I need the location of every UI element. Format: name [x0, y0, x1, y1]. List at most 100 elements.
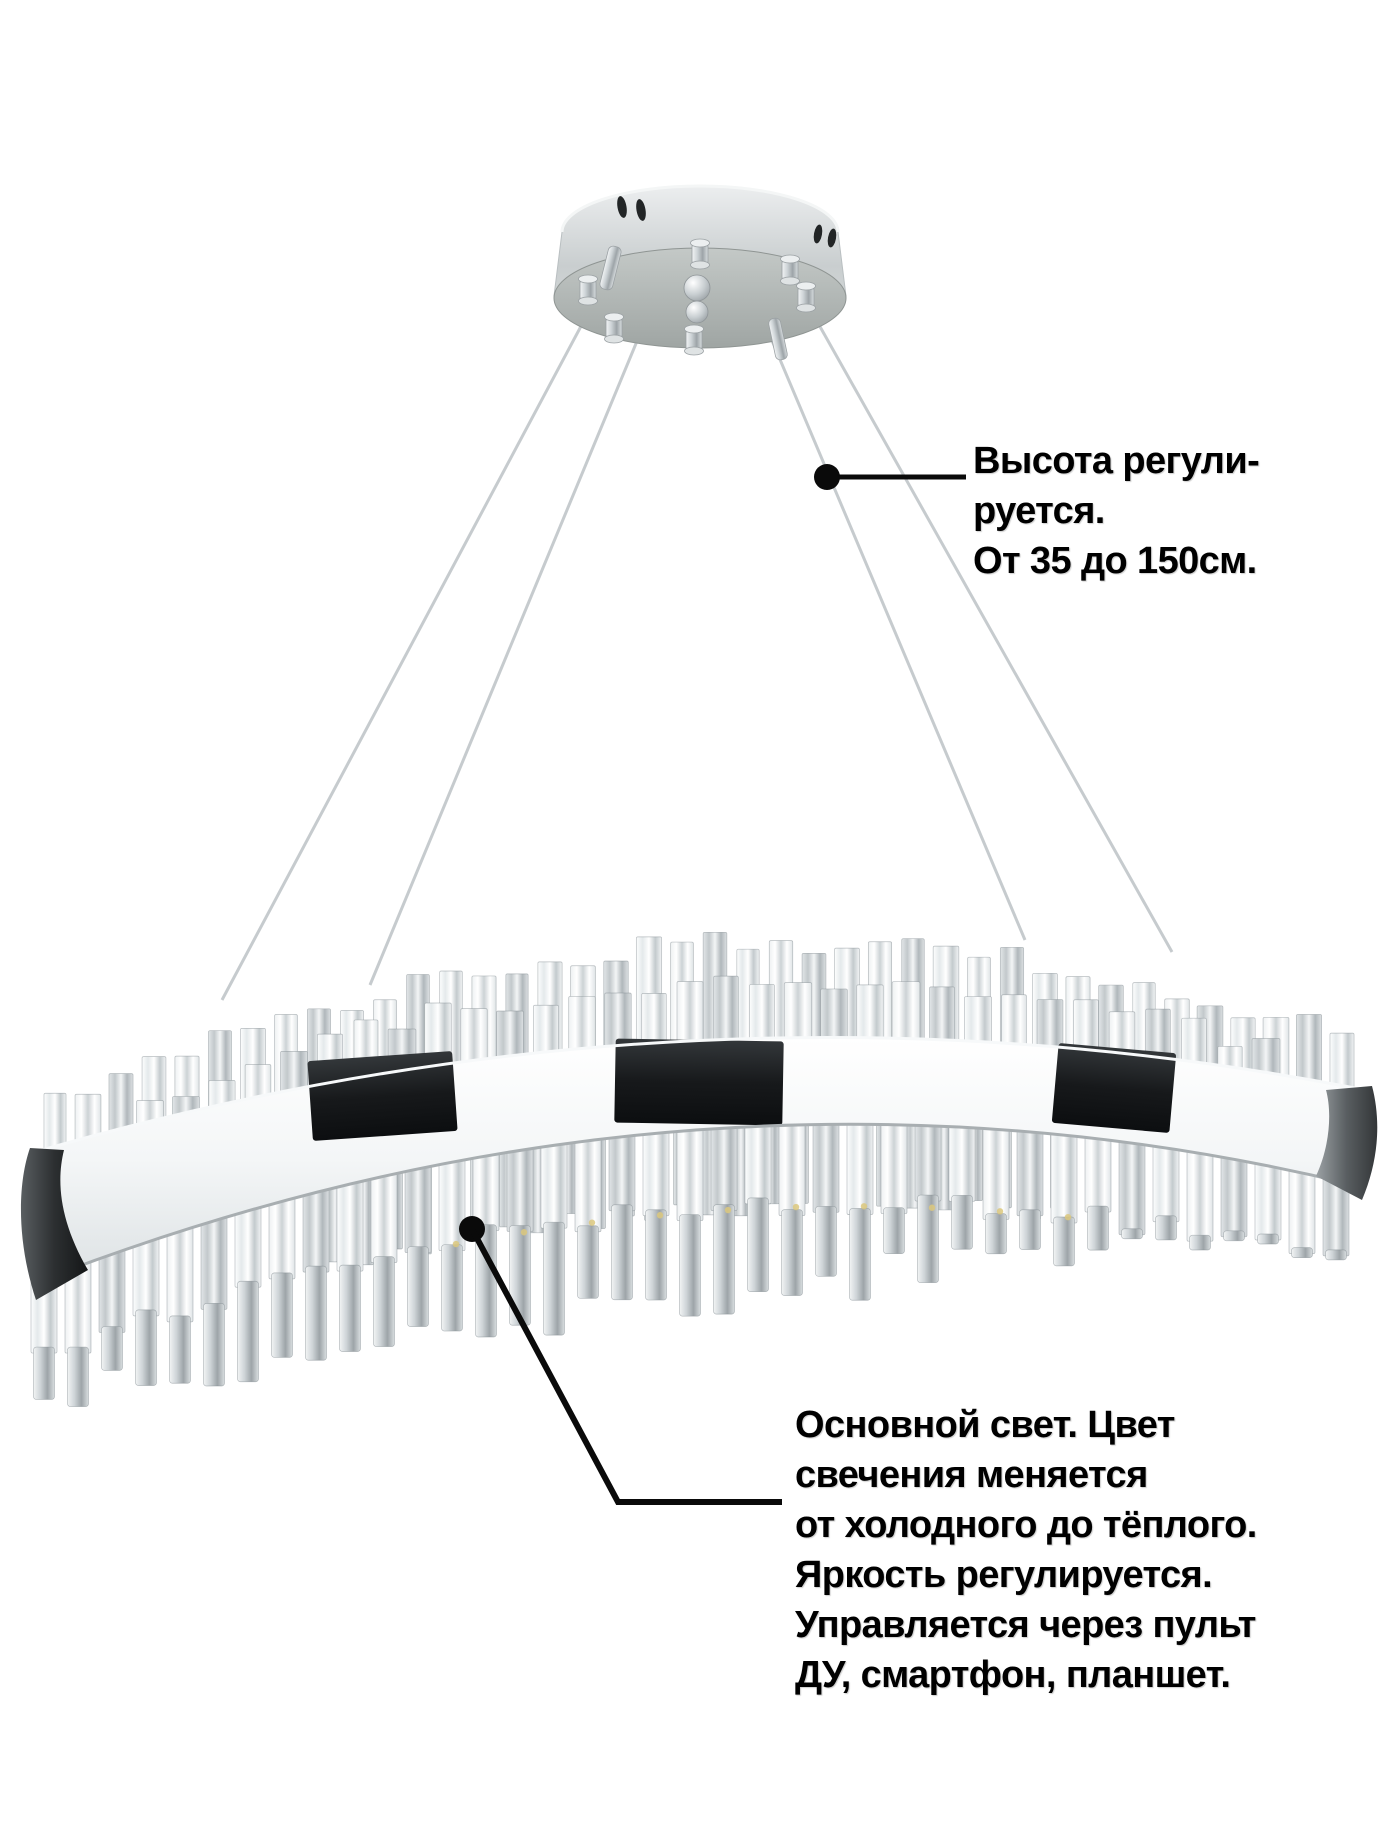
crystal-tube [883, 1207, 905, 1255]
crystal-tube [1223, 1230, 1245, 1242]
crystal-tube [781, 1209, 803, 1296]
suspension-wire [220, 267, 614, 1001]
canopy-vent-slot [813, 224, 823, 244]
crystal-tube [1325, 1249, 1347, 1261]
cable-grip-bobbin [690, 238, 710, 270]
crystal-tube [305, 1265, 327, 1361]
crystal-tube [441, 1244, 463, 1332]
center-finial-ball [683, 274, 711, 302]
crystal-rod [404, 1160, 432, 1254]
crystal-tube [815, 1205, 837, 1277]
crystal-tube [645, 1209, 667, 1301]
led-dot [724, 1206, 732, 1214]
crystal-rod [1186, 1145, 1214, 1242]
cable-grip-bobbin [578, 274, 598, 306]
crystal-tube [679, 1214, 701, 1317]
annotation-line: руется. [973, 490, 1105, 532]
crystal-rod [438, 1153, 466, 1252]
canopy-vent-slot [617, 196, 627, 218]
led-dot [656, 1212, 664, 1219]
crystal-tube [543, 1221, 565, 1336]
crystal-rod [98, 1245, 126, 1333]
chrome-band [20, 1035, 1378, 1300]
crystal-tube [407, 1246, 429, 1327]
crystal-rod [540, 1136, 568, 1229]
crystal-tube [135, 1309, 157, 1386]
crystal-rod [506, 1141, 534, 1232]
crystal-rod [1288, 1164, 1316, 1255]
crystal-tube [849, 1208, 871, 1301]
crystal-row-front-bottom [30, 1115, 1350, 1407]
center-finial-ball [685, 300, 709, 324]
cable-grip-cylinder [599, 245, 622, 291]
crystal-tube [985, 1213, 1007, 1255]
led-dot [520, 1229, 528, 1236]
band-right-curl [1316, 1086, 1378, 1200]
crystal-tube [237, 1280, 259, 1383]
annotation-line: Основной свет. Цвет [795, 1404, 1175, 1446]
main-light-annotation: Основной свет. Цвет свечения меняется от х… [795, 1400, 1257, 1700]
callouts [459, 464, 966, 1505]
crystal-rod [302, 1183, 330, 1273]
band-dark-reflection [307, 1051, 458, 1141]
crystal-rod [744, 1117, 772, 1205]
ceiling-canopy [553, 184, 847, 361]
crystal-rod [982, 1120, 1010, 1220]
band-left-curl [20, 1148, 88, 1300]
crystal-tube [1291, 1247, 1313, 1259]
crystal-tube [1257, 1233, 1279, 1245]
canopy-vent-slot [636, 199, 646, 221]
crystal-tube [1019, 1209, 1041, 1250]
band-top-edge [41, 1035, 1356, 1152]
crystal-rod [1084, 1130, 1112, 1213]
annotation-line: от холодного до тёплого. [795, 1504, 1257, 1546]
crystal-rod [710, 1119, 738, 1212]
band-dark-reflection [614, 1038, 784, 1126]
crystal-tube [1189, 1234, 1211, 1251]
crystal-tube [509, 1225, 531, 1326]
annotation-line: ДУ, смартфон, планшет. [795, 1654, 1231, 1696]
crystal-rod [1220, 1151, 1248, 1238]
annotation-line: Высота регули- [973, 440, 1260, 482]
led-dot [860, 1203, 868, 1210]
suspension-wire [755, 304, 1027, 941]
crystal-rod [200, 1212, 228, 1310]
annotation-line: От 35 до 150см. [973, 540, 1257, 582]
crystal-rod [1254, 1157, 1282, 1241]
crystal-rod [1118, 1134, 1146, 1236]
crystal-tube [373, 1256, 395, 1347]
led-dot [452, 1240, 460, 1248]
crystal-rod [812, 1116, 840, 1213]
suspension-wires [220, 267, 1174, 1001]
crystal-tube [917, 1194, 939, 1284]
crystal-rod [778, 1116, 806, 1216]
cable-grip-bobbin [796, 281, 816, 313]
crystal-rod [1152, 1139, 1180, 1223]
cable-grip-bobbin [604, 312, 624, 344]
crystal-rod [880, 1116, 908, 1214]
annotation-line: свечения меняется [795, 1454, 1148, 1496]
canopy-vent-slot [827, 228, 837, 248]
crystal-tube [713, 1204, 735, 1315]
crystal-tube [101, 1326, 123, 1371]
crystal-rod [676, 1122, 704, 1221]
crystal-tube [33, 1346, 55, 1400]
crystal-rod [642, 1124, 670, 1217]
cable-grip-bobbin [780, 254, 800, 286]
cable-grip-bobbin [684, 324, 704, 356]
crystal-tube [203, 1302, 225, 1387]
crystal-tube [1121, 1228, 1143, 1240]
suspension-wire [785, 267, 1174, 953]
crystal-rod [1050, 1126, 1078, 1224]
crystal-tube [1053, 1216, 1075, 1267]
led-dot [1064, 1213, 1072, 1221]
crystal-tube [951, 1194, 973, 1250]
crystal-rod [166, 1223, 194, 1323]
led-glints [452, 1203, 1072, 1248]
crystal-rod [370, 1167, 398, 1263]
height-adjustable-annotation: Высота регули-руется. От 35 до 150см. [973, 436, 1260, 586]
crystal-rod [846, 1115, 874, 1215]
